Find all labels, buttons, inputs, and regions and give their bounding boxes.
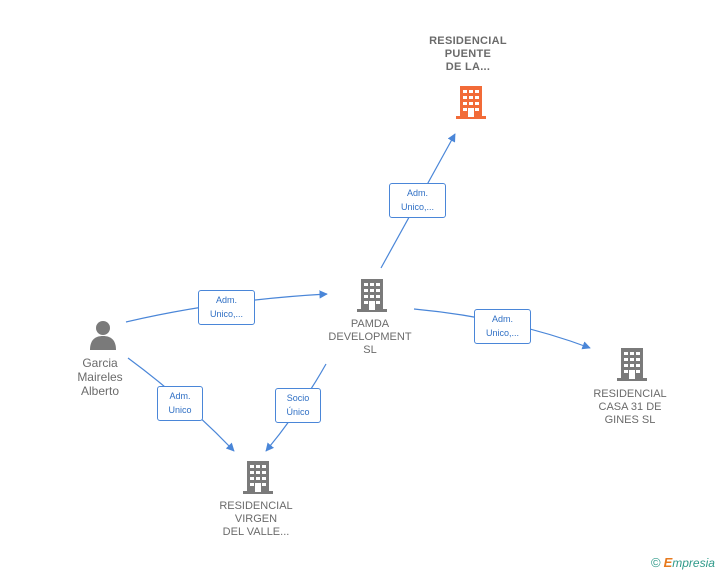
label-line: Alberto [80, 384, 120, 398]
label-line: PUENTE [444, 48, 492, 60]
edge-label-line: Unico [168, 405, 192, 415]
label-line: RESIDENCIAL [219, 500, 293, 512]
label-line: PAMDA [350, 318, 390, 330]
empresia-credit[interactable]: ©Empresia [651, 555, 715, 570]
edge-label-line: Unico,... [209, 309, 243, 319]
node-label-garcia[interactable]: Garcia Maireles Alberto [60, 356, 140, 398]
building-icon[interactable] [456, 86, 486, 119]
label-line: CASA 31 DE [598, 401, 662, 413]
edge-label-pamda-to-virgen[interactable]: Socio Único [275, 388, 321, 423]
edge-label-line: Socio [286, 393, 310, 403]
edge-label-line: Adm. [491, 314, 513, 324]
building-icon[interactable] [243, 461, 273, 494]
edge-label-line: Unico,... [485, 328, 519, 338]
label-line: VIRGEN [234, 513, 278, 525]
label-line: SL [363, 344, 377, 356]
edge-label-line: Único [286, 407, 310, 417]
brand-logo-initial: E [663, 555, 673, 570]
edge-label-line: Adm. [406, 188, 428, 198]
copyright-icon: © [651, 555, 661, 570]
node-label-residencial-casa[interactable]: RESIDENCIAL CASA 31 DE GINES SL [575, 388, 685, 427]
label-line: GINES SL [604, 414, 656, 426]
brand-logo-rest: mpresia [672, 556, 715, 570]
edge-label-line: Adm. [169, 391, 191, 401]
edge-label-garcia-to-virgen[interactable]: Adm. Unico [157, 386, 203, 421]
edge-label-line: Unico,... [400, 202, 434, 212]
label-line: DEVELOPMENT [328, 331, 412, 343]
building-icon[interactable] [357, 279, 387, 312]
label-line: DE LA... [445, 61, 491, 73]
label-line: RESIDENCIAL [429, 35, 507, 47]
edge-label-line: Adm. [215, 295, 237, 305]
edge-label-pamda-to-casa[interactable]: Adm. Unico,... [474, 309, 531, 344]
label-line: Garcia [82, 356, 118, 370]
label-line: DEL VALLE... [222, 526, 290, 538]
building-icon[interactable] [617, 348, 647, 381]
node-label-residencial-virgen[interactable]: RESIDENCIAL VIRGEN DEL VALLE... [201, 500, 311, 539]
person-icon[interactable] [90, 321, 116, 350]
label-line: Maireles [77, 370, 123, 384]
label-line: RESIDENCIAL [593, 388, 667, 400]
edge-label-pamda-to-puente[interactable]: Adm. Unico,... [389, 183, 446, 218]
node-label-residencial-puente[interactable]: RESIDENCIAL PUENTE DE LA... [413, 35, 523, 74]
node-label-pamda[interactable]: PAMDA DEVELOPMENT SL [315, 318, 425, 357]
edge-label-garcia-to-pamda[interactable]: Adm. Unico,... [198, 290, 255, 325]
